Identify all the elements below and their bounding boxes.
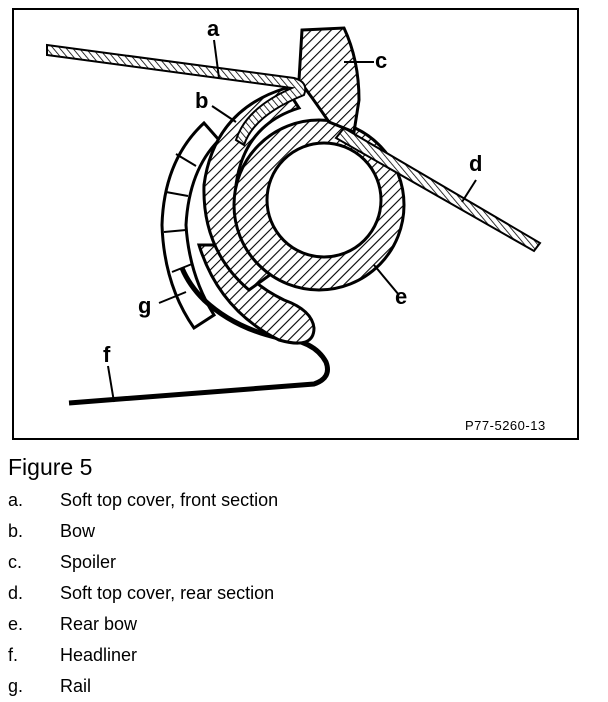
- legend-item: c. Spoiler: [8, 547, 598, 578]
- callout-f: f: [103, 342, 111, 367]
- legend-item: f. Headliner: [8, 640, 598, 671]
- callout-a: a: [207, 16, 220, 41]
- bow: [202, 86, 302, 292]
- legend-letter: a.: [8, 490, 24, 510]
- caption: Figure 5 a. Soft top cover, front section…: [8, 454, 598, 702]
- legend-text: Bow: [60, 521, 96, 541]
- legend-text: Rail: [60, 676, 92, 696]
- legend-letter: b.: [8, 521, 24, 541]
- part-number: P77-5260-13: [465, 418, 546, 433]
- legend-letter: c.: [8, 552, 23, 572]
- legend-letter: g.: [8, 676, 24, 696]
- cross-section-drawing: [46, 26, 542, 406]
- rear-bow-bore: [265, 141, 383, 259]
- legend-text: Headliner: [60, 645, 138, 665]
- rail: [160, 120, 222, 331]
- callout-d: d: [469, 151, 483, 176]
- legend-item: e. Rear bow: [8, 609, 598, 640]
- figure-frame: a b c d e f g P77-5260-13: [12, 8, 579, 440]
- legend-text: Spoiler: [60, 552, 117, 572]
- soft-top-front: [46, 43, 307, 147]
- figure-title: Figure 5: [8, 454, 93, 480]
- legend-item: a. Soft top cover, front section: [8, 485, 598, 516]
- callout-e: e: [395, 284, 408, 309]
- legend-letter: f.: [8, 645, 19, 665]
- legend-text: Soft top cover, rear section: [60, 583, 275, 603]
- legend-item: d. Soft top cover, rear section: [8, 578, 598, 609]
- callout-b: b: [195, 88, 209, 113]
- legend-list: a. Soft top cover, front section b. Bow c. Sp…: [8, 485, 598, 702]
- legend-letter: d.: [8, 583, 24, 603]
- spoiler: [297, 26, 361, 135]
- callout-c: c: [375, 48, 388, 73]
- legend-item: g. Rail: [8, 671, 598, 702]
- soft-top-rear: [334, 126, 542, 253]
- callout-g: g: [138, 293, 152, 318]
- legend-item: b. Bow: [8, 516, 598, 547]
- legend-text: Rear bow: [60, 614, 138, 634]
- legend-letter: e.: [8, 614, 24, 634]
- legend-text: Soft top cover, front section: [60, 490, 279, 510]
